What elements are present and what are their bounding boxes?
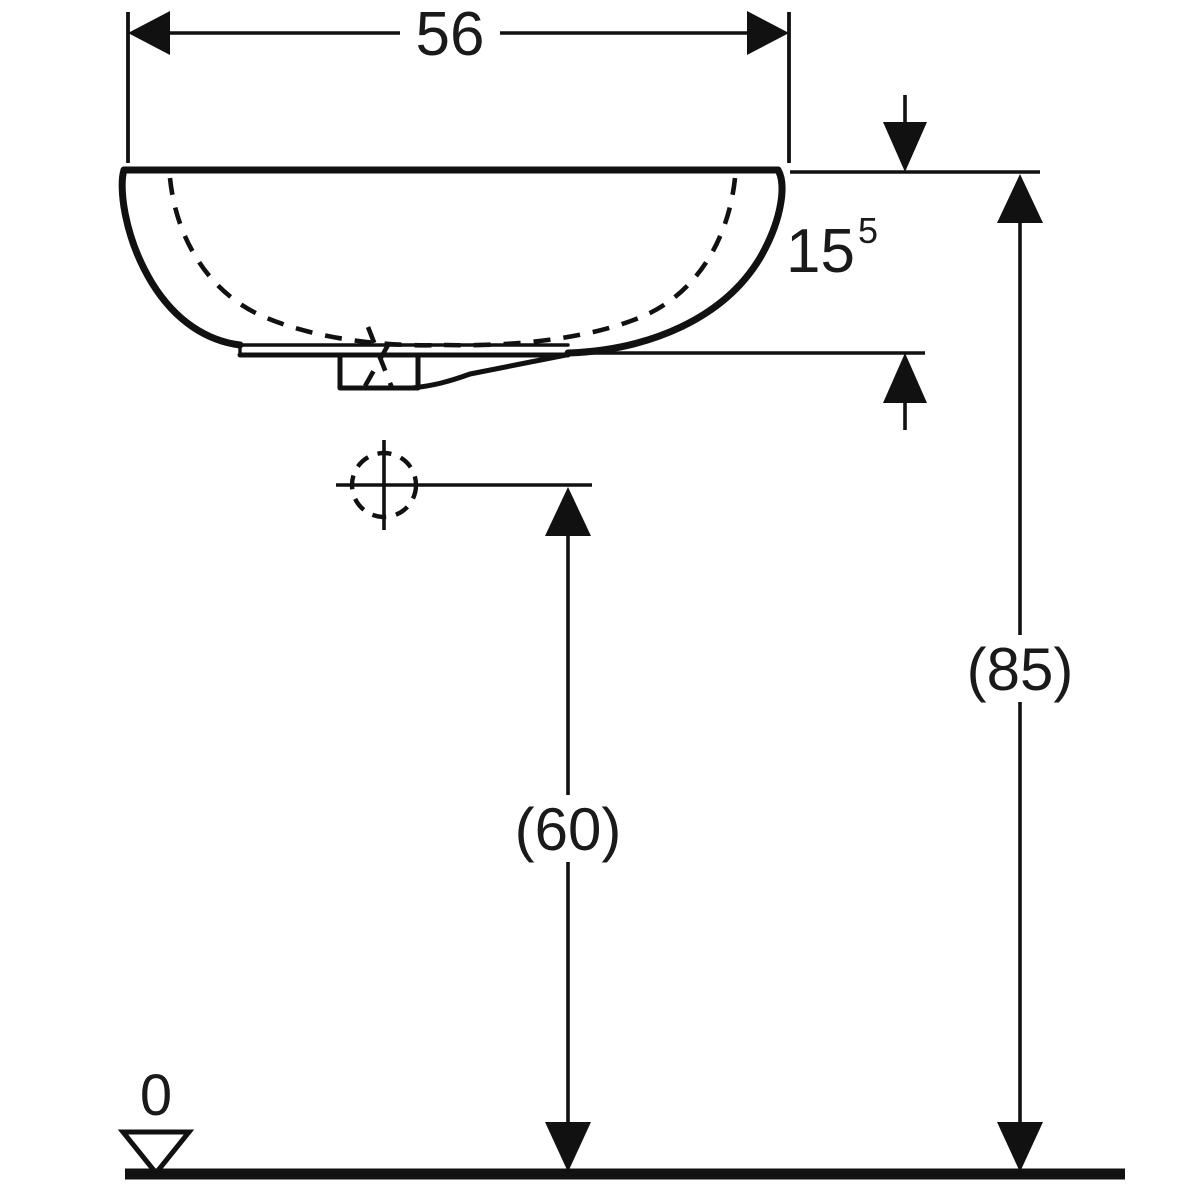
basin-body — [118, 166, 786, 391]
datum-triangle-icon — [117, 1129, 195, 1177]
reference-lines-right — [568, 170, 1040, 355]
arrowhead-60-down — [545, 1122, 591, 1172]
floor-datum-group: 0 — [117, 1063, 195, 1177]
arrowhead-60-up — [545, 487, 591, 536]
hidden-drain-wall-right — [365, 326, 395, 389]
arrowhead-depth-down — [883, 122, 927, 172]
basin-right-outer-wall — [564, 166, 786, 357]
dimension-group-outlet-height: (60) — [515, 487, 622, 1172]
dimension-label-outlet-height: (60) — [515, 796, 622, 863]
arrowhead-85-down — [997, 1122, 1043, 1172]
hidden-inner-bowl-right — [443, 177, 738, 348]
hidden-inner-bowl-left — [167, 177, 445, 348]
arrowhead-left — [128, 11, 170, 55]
arrowhead-85-up — [997, 174, 1043, 223]
drain-outlet-tail — [409, 352, 569, 391]
drain-boss-outline — [337, 352, 421, 391]
dimension-label-basin-depth: 15 — [786, 217, 855, 286]
dimension-group-width: 56 — [126, 0, 791, 163]
dimension-group-basin-depth: 15 5 — [786, 95, 927, 430]
arrowhead-right — [747, 11, 789, 55]
dimension-label-width: 56 — [416, 0, 485, 69]
dimension-label-basin-depth-superscript: 5 — [858, 210, 878, 251]
hidden-drain-wall-left — [361, 343, 391, 390]
datum-label-zero: 0 — [140, 1063, 172, 1128]
waste-outlet-marker — [336, 440, 592, 530]
arrowhead-depth-up — [883, 353, 927, 403]
basin-left-outer-wall — [118, 166, 244, 349]
dimension-label-rim-height: (85) — [967, 636, 1074, 703]
dimension-group-rim-height: (85) — [967, 174, 1074, 1172]
